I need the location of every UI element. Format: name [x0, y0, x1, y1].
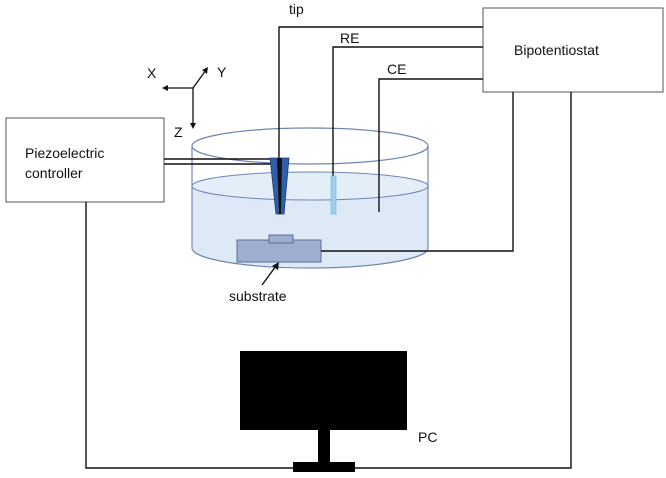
substrate: [236, 234, 322, 263]
substrate-wire: [321, 92, 514, 252]
axis-z-label: Z: [174, 124, 183, 140]
substrate-arrow: [261, 262, 279, 286]
piezoelectric-controller-box: Piezoelectric controller: [5, 117, 165, 203]
re-wire: [332, 46, 483, 176]
bipotentiostat-label: Bipotentiostat: [514, 42, 599, 58]
piezo-pc-wire: [85, 202, 293, 469]
bipotentiostat-pc-wire: [355, 92, 572, 469]
wiring: [85, 26, 572, 469]
ce-wire: [378, 78, 483, 212]
pc-monitor: [240, 351, 407, 472]
axis-x-label: X: [147, 65, 157, 81]
axis-indicator: [162, 67, 208, 129]
axis-y-label: Y: [217, 64, 227, 80]
reference-electrode: [330, 175, 337, 215]
tip-label: tip: [289, 1, 304, 17]
re-label: RE: [340, 30, 359, 46]
tip-wire: [278, 26, 483, 158]
bipotentiostat-box: Bipotentiostat: [482, 7, 664, 93]
pc-label: PC: [418, 429, 437, 445]
substrate-label: substrate: [229, 288, 287, 304]
tip-electrode: [269, 157, 290, 215]
ce-label: CE: [387, 61, 406, 77]
piezo-label-line1: Piezoelectric: [25, 145, 104, 161]
piezo-label-line2: controller: [25, 165, 83, 181]
